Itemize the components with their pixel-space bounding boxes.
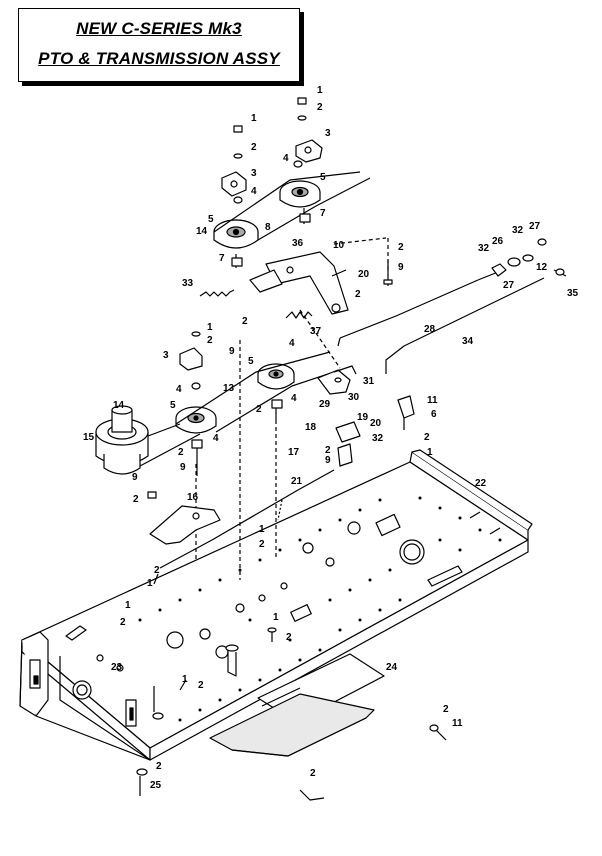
callout-label: 1 [317,85,323,96]
callout-label: 9 [325,455,331,466]
callout-label: 19 [357,412,369,423]
callout-label: 2 [198,680,204,691]
callout-label: 2 [251,142,257,153]
upper-left-pulley [213,219,259,249]
callout-label: 27 [529,221,541,232]
callout-label: 35 [567,288,579,299]
callout-label: 1 [273,612,279,623]
callout-label: 26 [492,236,504,247]
callout-label: 2 [120,617,126,628]
callout-label: 2 [443,704,449,715]
callout-label: 13 [223,383,235,394]
callout-label: 30 [348,392,360,403]
callout-label: 12 [536,262,548,273]
callout-label: 4 [213,433,219,444]
callout-label: 33 [182,278,194,289]
callout-label: 2 [256,404,262,415]
callout-label: 4 [283,153,289,164]
diagram-title-line-2: PTO & TRANSMISSION ASSY [38,49,280,68]
callout-label: 34 [462,336,474,347]
callout-label: 37 [310,326,322,337]
callout-label: 9 [132,472,138,483]
callout-label: 23 [111,662,123,673]
lower-center-pulley [257,363,295,390]
callout-label: 15 [83,432,95,443]
callout-label: 2 [242,316,248,327]
callout-label: 3 [251,168,257,179]
callout-label: 17 [288,447,300,458]
callout-label: 2 [178,447,184,458]
callout-label: 2 [207,335,213,346]
callout-label: 1 [251,113,257,124]
callout-label: 11 [452,718,463,729]
callout-label: 5 [320,172,326,183]
callout-label: 18 [305,422,317,433]
callout-label: 5 [170,400,176,411]
callout-label: 4 [291,393,297,404]
callout-label: 36 [292,238,304,249]
upper-right-pulley [279,180,321,208]
callout-label: 1 [147,578,153,589]
callout-label: 2 [259,539,265,550]
callout-label: 1 [207,322,213,333]
lower-left-pulley [175,406,217,434]
callout-label: 1 [182,674,188,685]
callout-label: 5 [208,214,214,225]
callout-label: 9 [180,462,186,473]
callout-label: 24 [386,662,398,673]
callout-label: 28 [424,324,436,335]
callout-label: 27 [503,280,515,291]
callout-label: 6 [431,409,437,420]
callout-label: 4 [176,384,182,395]
callout-label: 2 [398,242,404,253]
callout-label: 5 [248,356,254,367]
floor-cover-plate [209,653,385,757]
callout-label: 20 [358,269,370,280]
callout-label: 4 [251,186,257,197]
callout-label: 14 [196,226,208,237]
callout-label: 3 [325,128,331,139]
callout-label: 1 [259,524,265,535]
callout-label: 4 [289,338,295,349]
callout-label: 22 [475,478,487,489]
diagram-title-line-1: NEW C-SERIES Mk3 [76,19,242,38]
callout-label: 16 [187,492,199,503]
callout-label: 2 [424,432,430,443]
callout-label: 2 [310,768,316,779]
callout-label: 32 [478,243,490,254]
callout-label: 3 [163,350,169,361]
callout-label: 2 [156,761,162,772]
callout-label: 20 [370,418,382,429]
callout-label: 9 [398,262,404,273]
callout-label: 32 [512,225,524,236]
callout-label: 8 [265,222,271,233]
callout-label: 2 [355,289,361,300]
callout-label: 2 [133,494,139,505]
callout-label: 2 [317,102,323,113]
callout-label: 1 [427,447,433,458]
callout-label: 2 [154,565,160,576]
callout-label: 10 [333,240,345,251]
callout-label: 7 [320,208,326,219]
transmission-pulley [95,405,149,475]
callout-label: 7 [219,253,225,264]
diagram-title-box: NEW C-SERIES Mk3 PTO & TRANSMISSION ASSY [18,8,300,82]
chassis-frame [19,449,533,761]
callout-label: 21 [291,476,303,487]
callout-label: 29 [319,399,331,410]
callout-label: 31 [363,376,375,387]
callout-label: 2 [286,632,292,643]
callout-label: 25 [150,780,162,791]
callout-label: 1 [125,600,131,611]
callout-label: 11 [427,395,438,406]
callout-label: 32 [372,433,384,444]
callout-label: 9 [229,346,235,357]
callout-label: 14 [113,400,125,411]
callout-label: 2 [325,445,331,456]
